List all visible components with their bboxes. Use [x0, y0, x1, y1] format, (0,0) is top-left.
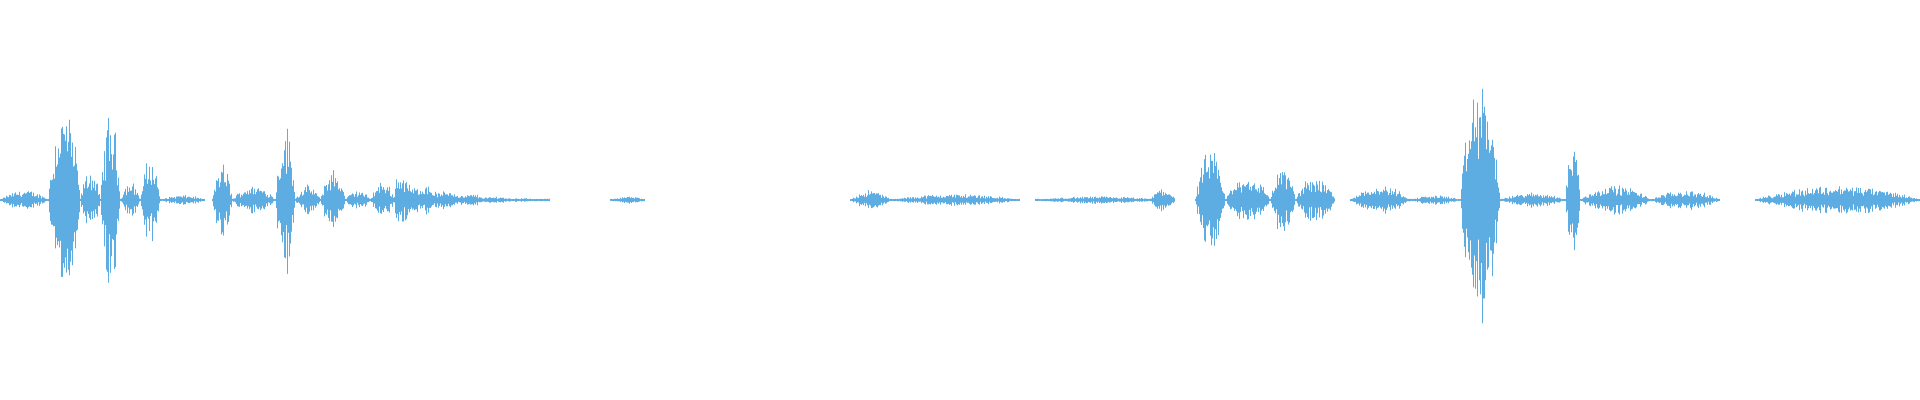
waveform-path — [0, 88, 1920, 324]
